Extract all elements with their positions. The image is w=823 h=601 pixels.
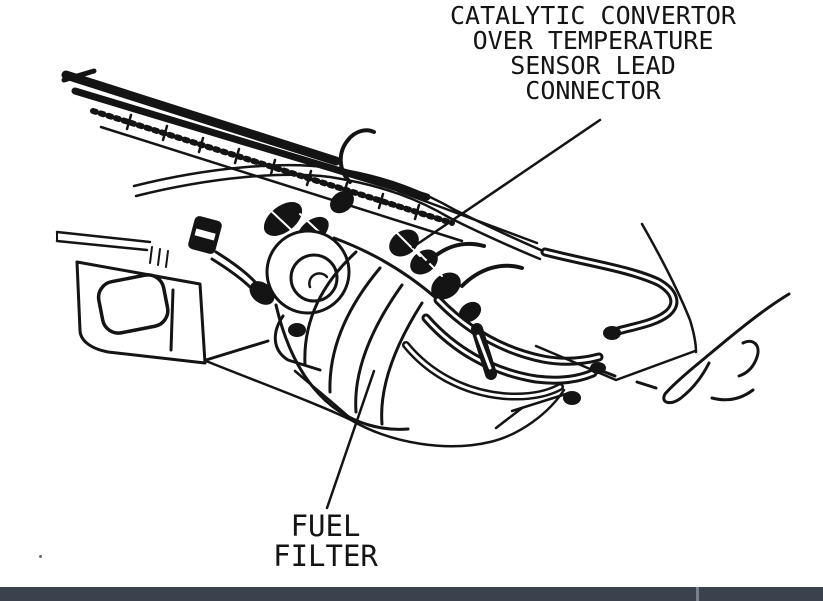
filter-bracket — [75, 260, 270, 365]
stray-dot — [39, 555, 42, 558]
callout-connector: CATALYTIC CONVERTOR OVER TEMPERATURE SEN… — [413, 3, 773, 103]
outlet-hoses — [402, 222, 698, 405]
callout-connector-line-4: CONNECTOR — [525, 76, 661, 105]
callout-connector-line-1: CATALYTIC CONVERTOR — [450, 1, 736, 30]
fuel-filter-leader-line — [325, 369, 376, 510]
fuel-feed-line — [55, 163, 545, 290]
fuel-filter-body — [249, 128, 438, 431]
connector-leader-line — [411, 118, 602, 249]
underbody-contours — [204, 292, 791, 448]
callout-fuel-filter-line-1: FUEL — [290, 509, 361, 543]
footer-divider — [696, 587, 699, 601]
bottom-bar[interactable] — [0, 587, 823, 601]
callout-fuel-filter-line-2: FILTER — [273, 539, 378, 573]
callout-connector-line-3: SENSOR LEAD — [510, 51, 676, 80]
callout-fuel-filter: FUEL FILTER — [243, 511, 408, 571]
callout-connector-line-2: OVER TEMPERATURE — [472, 26, 714, 55]
sensor-lead-connector — [389, 229, 524, 323]
